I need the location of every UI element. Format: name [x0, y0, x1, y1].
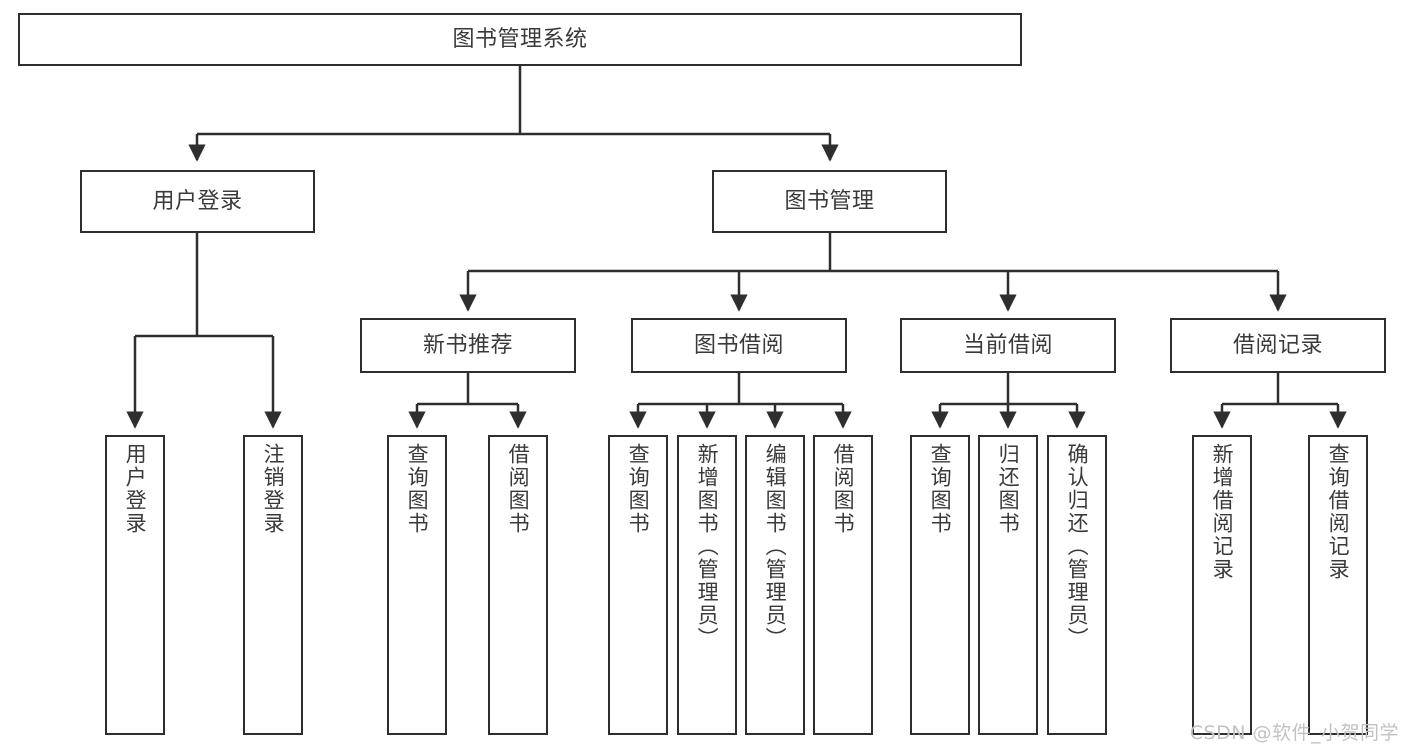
node-new-book-recommend-label: 新书推荐	[422, 332, 513, 358]
watermark-text: CSDN @软件_小贺同学	[1189, 722, 1399, 744]
leaf-confirm-return[interactable]: 确认归还（管理员）	[1047, 435, 1107, 735]
node-current-borrow-label: 当前借阅	[962, 332, 1053, 358]
leaf-return-book-label: 归还图书	[996, 443, 1021, 535]
node-borrow-record-label: 借阅记录	[1232, 332, 1323, 358]
leaf-user-login[interactable]: 用户登录	[105, 435, 165, 735]
leaf-edit-book[interactable]: 编辑图书（管理员）	[745, 435, 805, 735]
node-root-label: 图书管理系统	[452, 26, 588, 52]
leaf-query-book-2[interactable]: 查询图书	[608, 435, 668, 735]
leaf-borrow-book-2[interactable]: 借阅图书	[813, 435, 873, 735]
leaf-query-book-2-label: 查询图书	[626, 443, 651, 535]
leaf-query-record[interactable]: 查询借阅记录	[1308, 435, 1368, 735]
leaf-add-book-label: 新增图书（管理员）	[695, 443, 720, 650]
leaf-user-login-label: 用户登录	[123, 443, 148, 535]
node-book-borrow[interactable]: 图书借阅	[631, 318, 847, 373]
node-book-manage-label: 图书管理	[784, 188, 875, 214]
node-user-login[interactable]: 用户登录	[80, 170, 315, 233]
leaf-query-record-label: 查询借阅记录	[1326, 443, 1351, 581]
node-root[interactable]: 图书管理系统	[18, 13, 1022, 66]
leaf-return-book[interactable]: 归还图书	[978, 435, 1038, 735]
node-current-borrow[interactable]: 当前借阅	[900, 318, 1116, 373]
leaf-edit-book-label: 编辑图书（管理员）	[763, 443, 788, 650]
leaf-borrow-book-2-label: 借阅图书	[831, 443, 856, 535]
leaf-add-record[interactable]: 新增借阅记录	[1192, 435, 1252, 735]
node-book-borrow-label: 图书借阅	[693, 332, 784, 358]
leaf-user-logout[interactable]: 注销登录	[243, 435, 303, 735]
node-borrow-record[interactable]: 借阅记录	[1170, 318, 1386, 373]
node-user-login-label: 用户登录	[152, 188, 243, 214]
node-new-book-recommend[interactable]: 新书推荐	[360, 318, 576, 373]
node-book-manage[interactable]: 图书管理	[712, 170, 947, 233]
leaf-query-book-1-label: 查询图书	[405, 443, 430, 535]
leaf-borrow-book-1-label: 借阅图书	[506, 443, 531, 535]
leaf-query-book-3-label: 查询图书	[928, 443, 953, 535]
leaf-add-book[interactable]: 新增图书（管理员）	[677, 435, 737, 735]
leaf-query-book-1[interactable]: 查询图书	[387, 435, 447, 735]
leaf-borrow-book-1[interactable]: 借阅图书	[488, 435, 548, 735]
leaf-user-logout-label: 注销登录	[261, 443, 286, 535]
leaf-query-book-3[interactable]: 查询图书	[910, 435, 970, 735]
leaf-confirm-return-label: 确认归还（管理员）	[1065, 443, 1090, 650]
leaf-add-record-label: 新增借阅记录	[1210, 443, 1235, 581]
